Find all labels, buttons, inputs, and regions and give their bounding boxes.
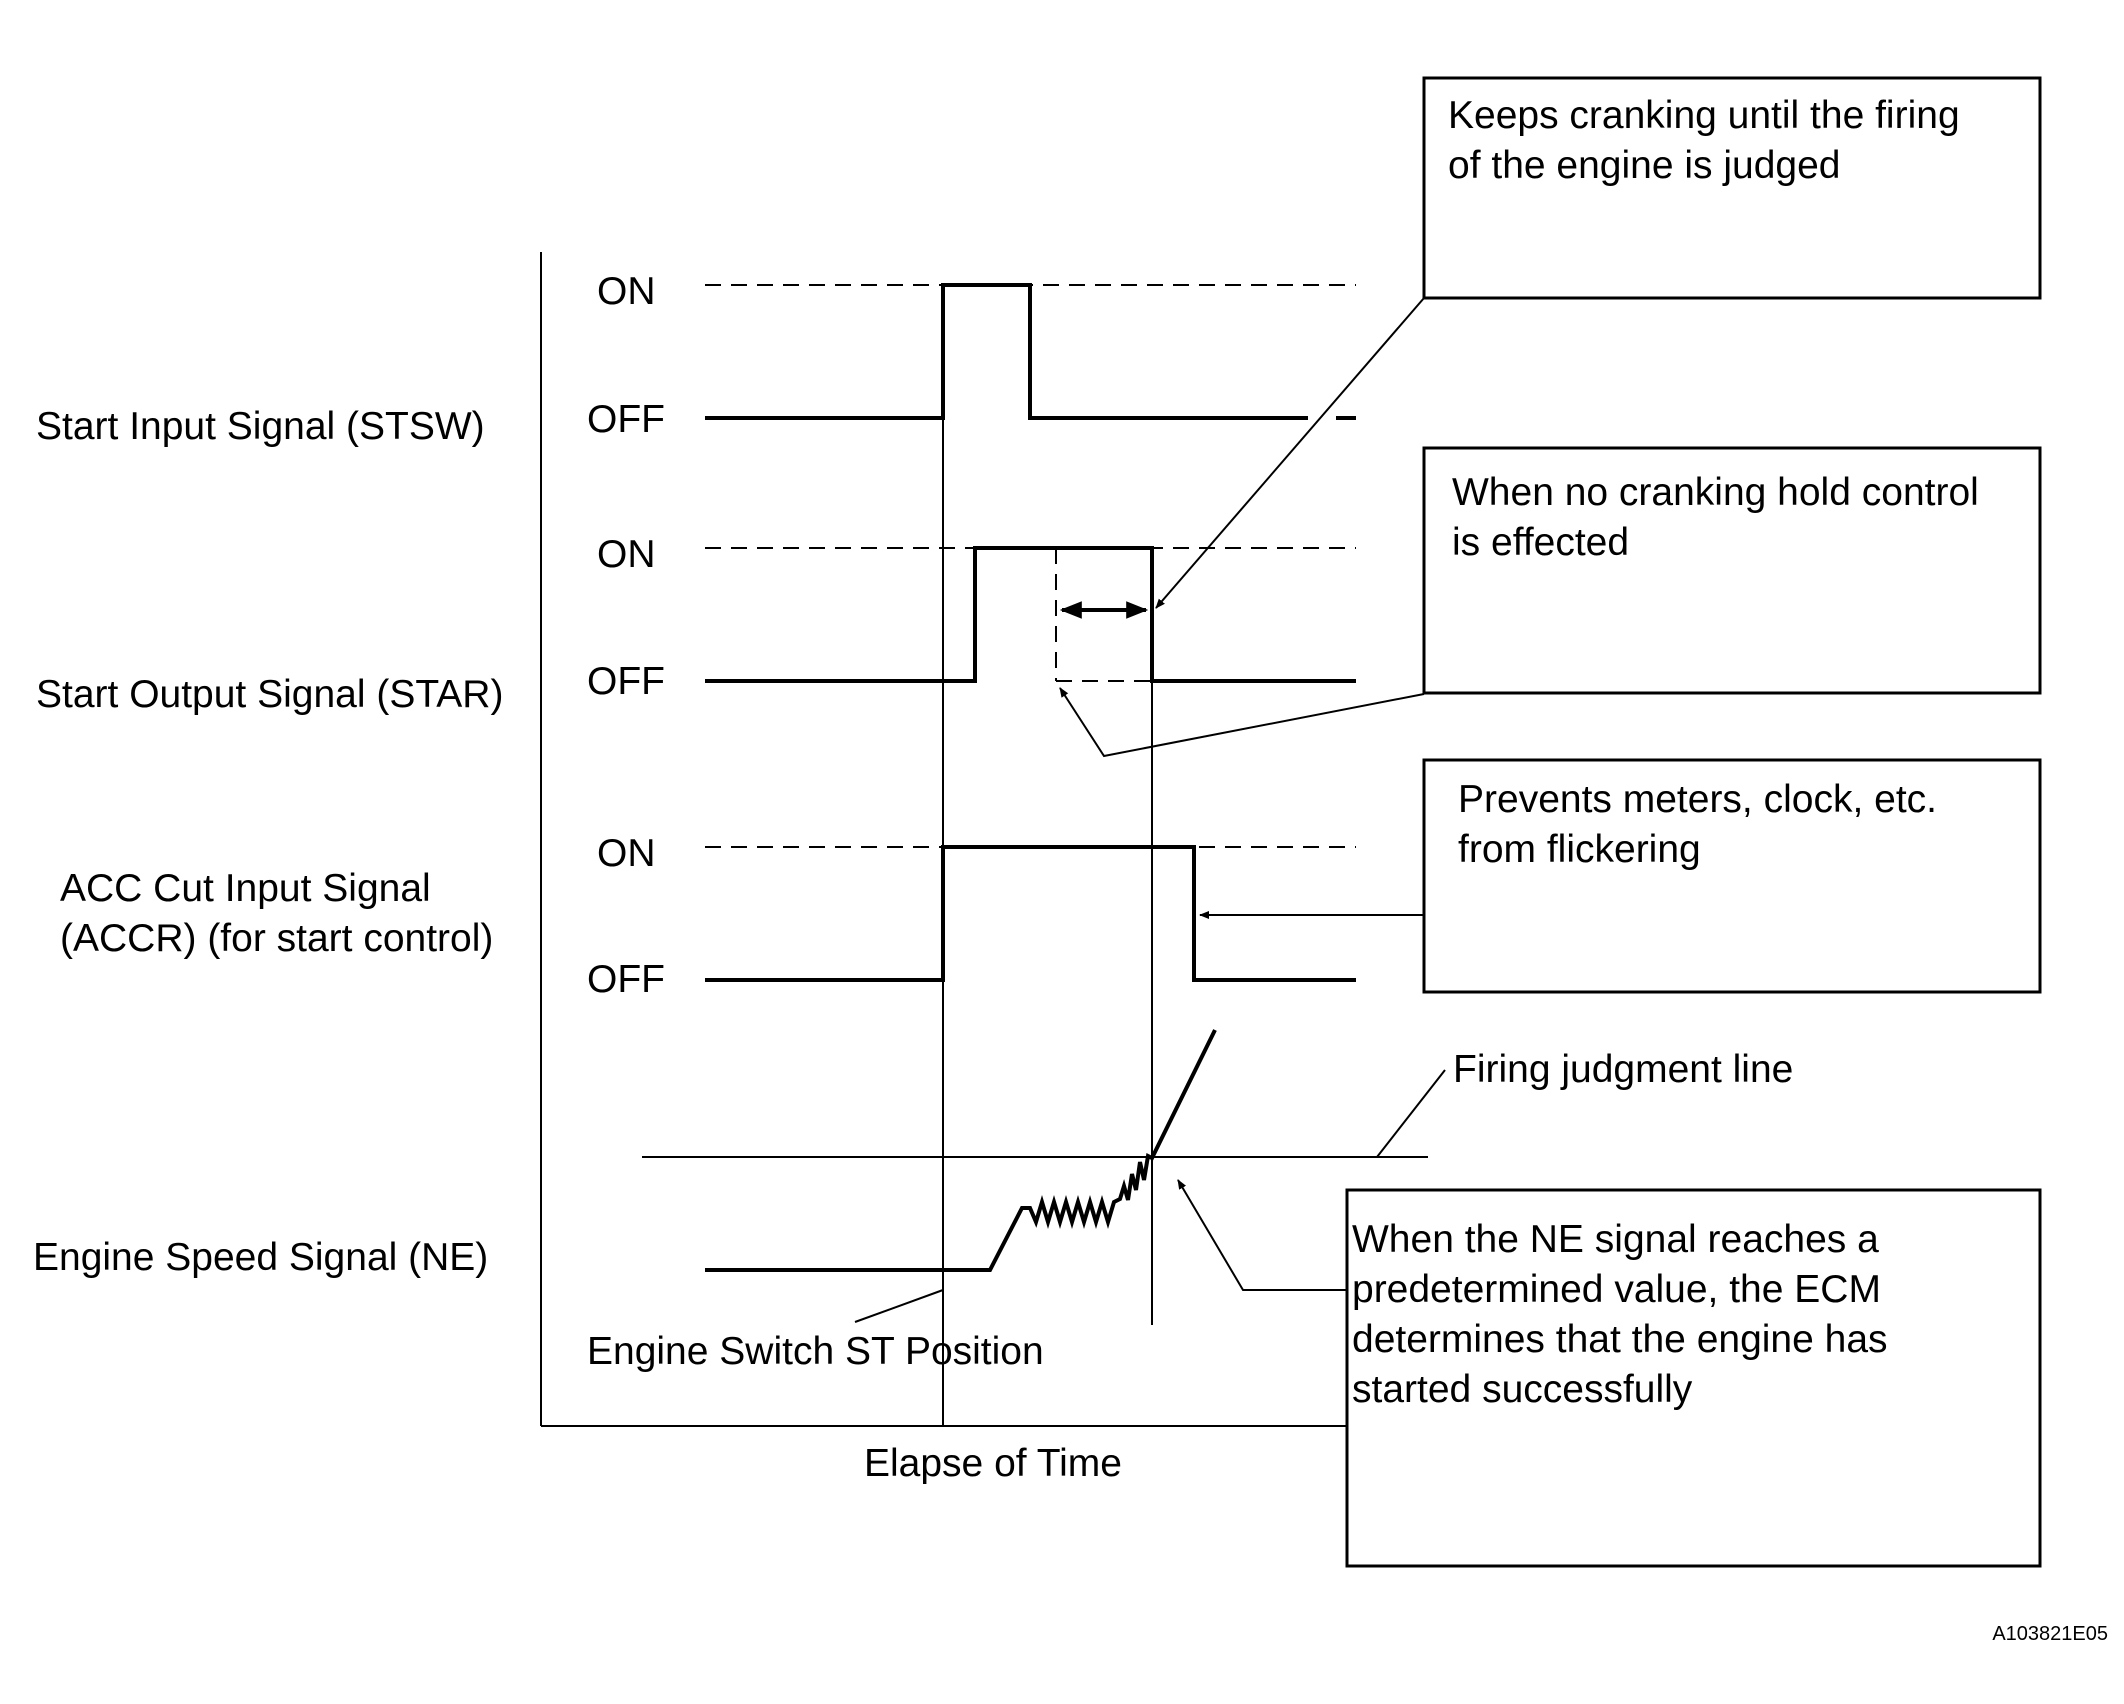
stsw-label: Start Input Signal (STSW) [36, 405, 485, 448]
note-box-ne-reaches [1345, 1188, 2042, 1568]
note-ne-reaches-line3: determines that the engine has [1352, 1318, 1888, 1361]
accr-waveform [705, 845, 1356, 982]
star-waveform [705, 546, 1356, 683]
engine-switch-label: Engine Switch ST Position [587, 1330, 1044, 1373]
note-ne-reaches-line2: predetermined value, the ECM [1352, 1268, 1881, 1311]
note-prevents-flicker-line1: Prevents meters, clock, etc. [1458, 778, 1937, 821]
figure-code: A103821E05 [1992, 1623, 2108, 1645]
note-no-hold-line2: is effected [1452, 521, 1629, 564]
accr-off-label: OFF [587, 958, 665, 1001]
note-no-hold-line1: When no cranking hold control [1452, 471, 1979, 514]
note-box-no-hold [1422, 446, 2042, 695]
note-ne-reaches-line1: When the NE signal reaches a [1352, 1218, 1879, 1261]
stsw-on-label: ON [597, 270, 656, 313]
star-on-label: ON [597, 533, 656, 576]
note-ne-reaches-line4: started successfully [1352, 1368, 1693, 1411]
star-label: Start Output Signal (STAR) [36, 673, 503, 716]
firing-judgment-leader [1376, 1069, 1446, 1158]
stsw-waveform [705, 283, 1308, 420]
ne-waveform [705, 1029, 1217, 1272]
ne-label: Engine Speed Signal (NE) [33, 1236, 488, 1279]
accr-label-line1: ACC Cut Input Signal [60, 867, 431, 910]
firing-judgment-label: Firing judgment line [1453, 1048, 1793, 1091]
engine-switch-leader [854, 1289, 944, 1323]
stsw-off-label: OFF [587, 398, 665, 441]
accr-on-label: ON [597, 832, 656, 875]
keeps-cranking-arrow [1155, 297, 1425, 609]
ne-reaches-arrow [1177, 1179, 1347, 1291]
note-keeps-cranking-line1: Keeps cranking until the firing [1448, 94, 1960, 137]
x-axis-label: Elapse of Time [864, 1442, 1122, 1485]
note-box-keeps-cranking [1422, 76, 2042, 300]
note-keeps-cranking-line2: of the engine is judged [1448, 144, 1840, 187]
note-prevents-flicker-line2: from flickering [1458, 828, 1701, 871]
accr-label-line2: (ACCR) (for start control) [60, 917, 493, 960]
note-box-prevents-flicker [1422, 758, 2042, 994]
star-off-label: OFF [587, 660, 665, 703]
no-hold-arrow [1059, 687, 1425, 758]
